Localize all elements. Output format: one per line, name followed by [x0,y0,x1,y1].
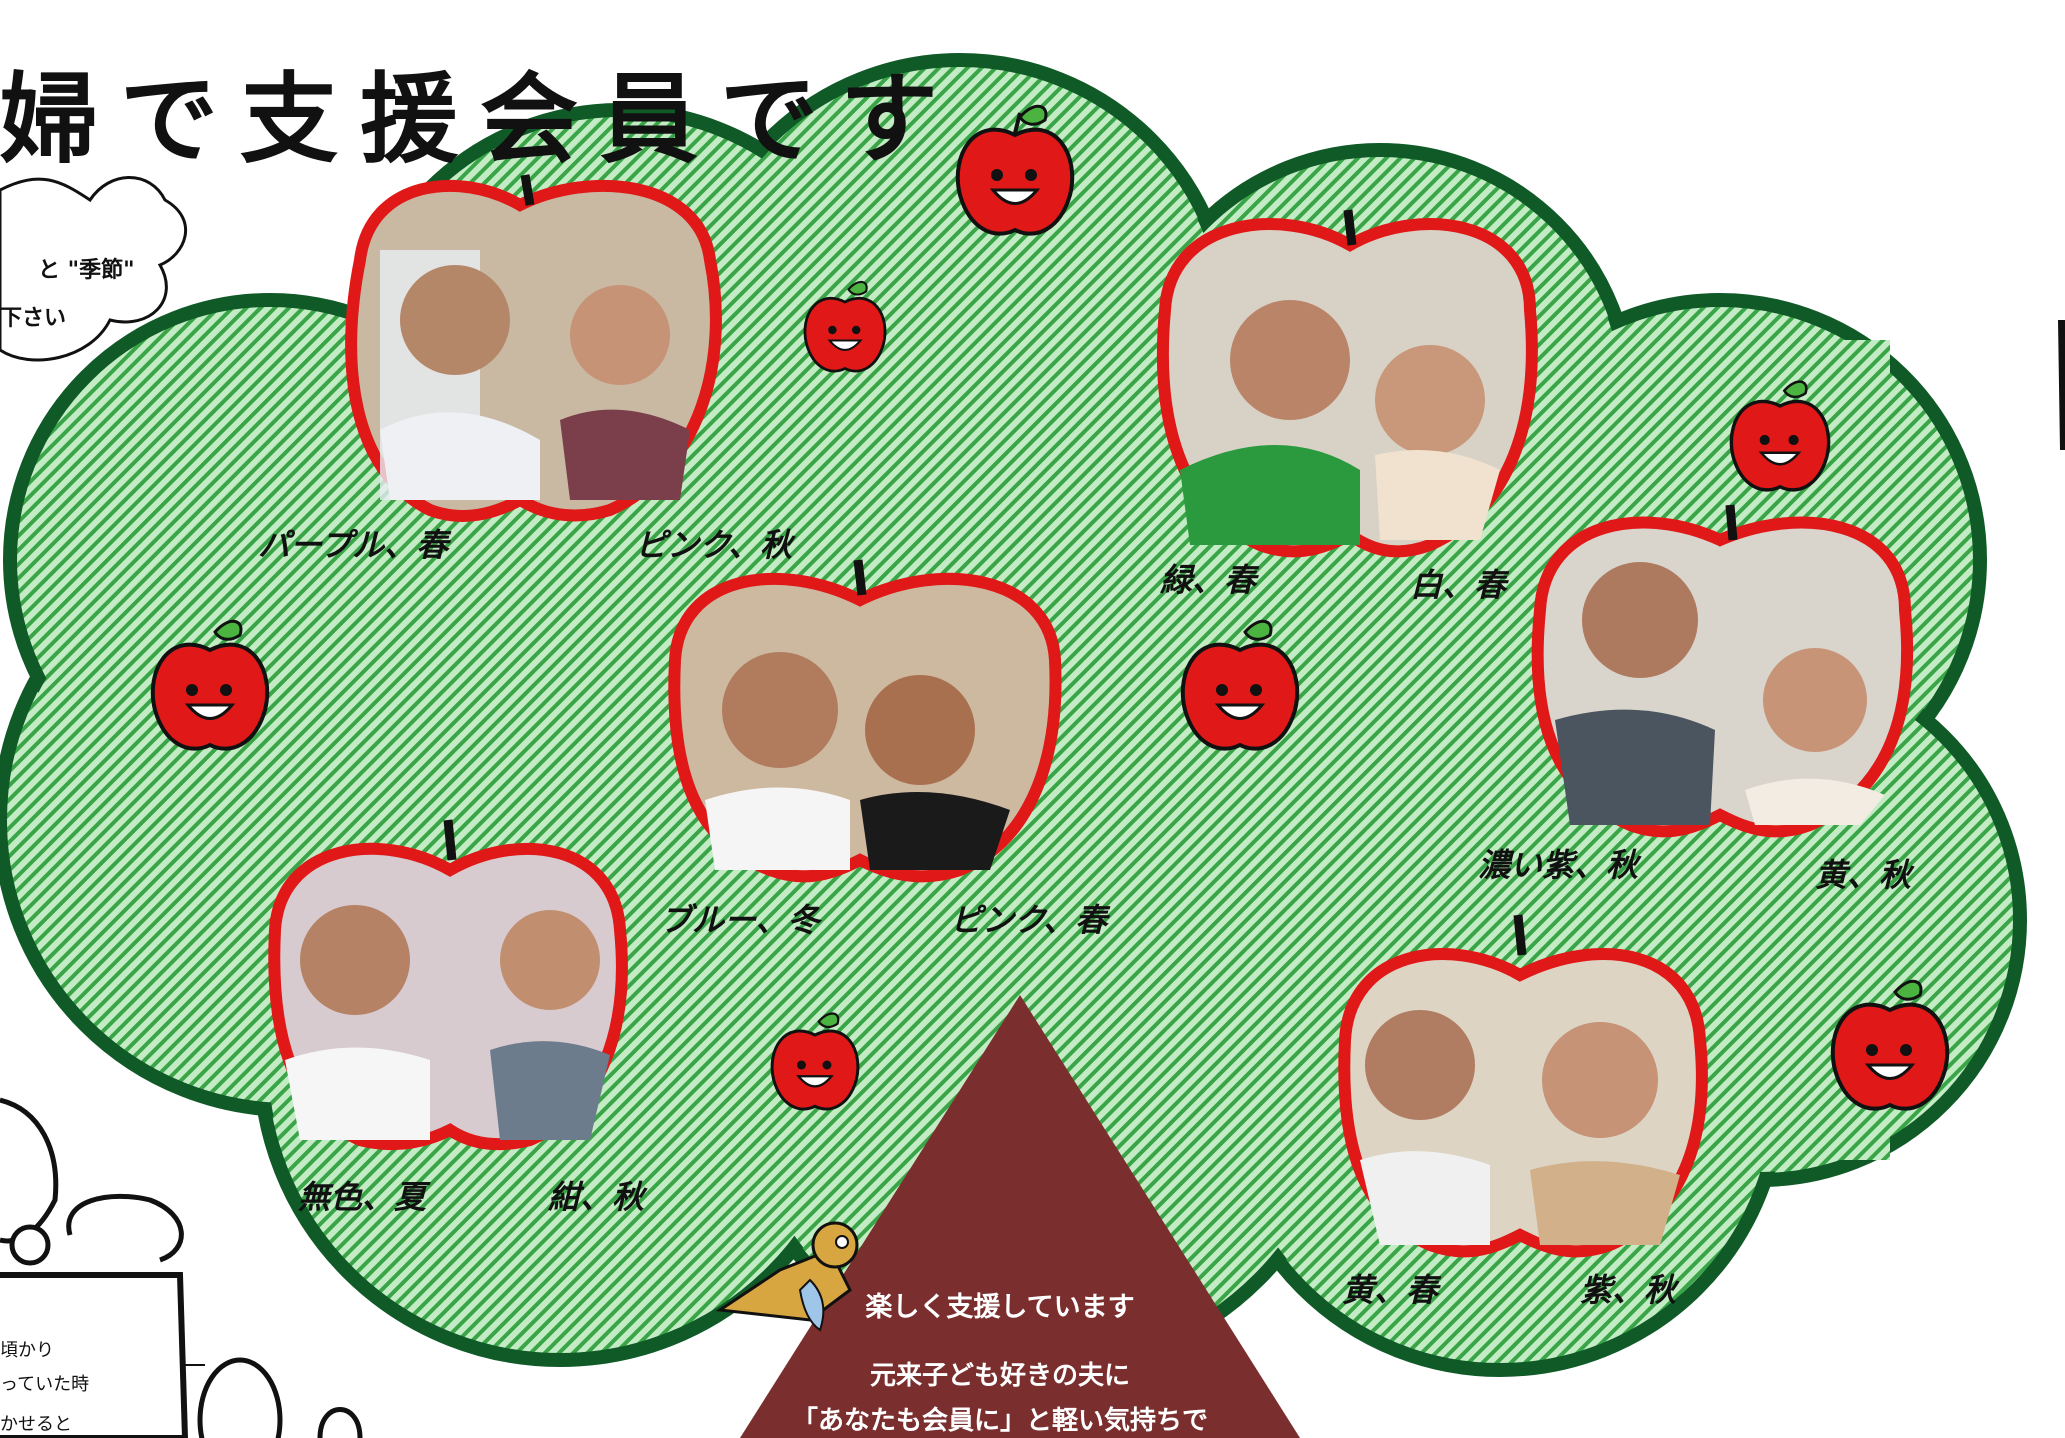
apple-icon [955,105,1075,236]
bubble-text-line2: 下さい [0,306,67,331]
photo-frame-d [1531,504,1914,838]
partial-shape-right [2058,320,2065,450]
left-note-3: かせると [0,1414,72,1435]
caption-right-e: 紺、秋 [548,1178,645,1216]
trunk-heading: 楽しく支援しています [865,1292,1135,1323]
photo-frame-f [1338,914,1708,1258]
apple-icons [150,105,1950,1111]
apple-icon [1729,380,1831,492]
left-note-1: 頃かり [0,1340,54,1361]
photo-frame-a [345,174,722,522]
apple-icon [150,620,270,751]
bubble-text-line1: と "季節" [38,258,135,283]
thought-bubble [0,176,187,362]
caption-right-c: ピンク、春 [950,901,1108,939]
caption-right-f: 紫、秋 [1580,1271,1677,1309]
photo-frame-c [668,559,1062,883]
caption-left-e: 無色、夏 [298,1178,427,1216]
tree-trunk [740,995,1300,1438]
caption-right-d: 黄、秋 [1815,856,1912,894]
apple-icon [803,281,887,373]
trunk-line2: 「あなたも会員に」と軽い気持ちで [791,1406,1208,1436]
apple-icon [770,1012,860,1111]
bird-icon [715,1221,859,1332]
caption-right-a: ピンク、秋 [635,526,793,564]
photo-frame-e [268,819,628,1151]
caption-left-a: パープル、春 [258,526,449,564]
cartoon-figure [0,1097,363,1438]
caption-left-f: 黄、春 [1342,1271,1439,1309]
apple-icon [1830,980,1950,1111]
photo-frame-b [1156,209,1538,558]
caption-right-b: 白、春 [1410,566,1507,604]
caption-left-c: ブルー、冬 [660,901,820,939]
trunk-line1: 元来子ども好きの夫に [869,1361,1130,1391]
caption-left-b: 緑、春 [1160,561,1257,599]
page-title: 婦で支援会員です [0,63,961,177]
left-note-2: っていた時 [0,1374,90,1395]
caption-left-d: 濃い紫、秋 [1478,846,1639,884]
apple-icon [1180,620,1300,751]
